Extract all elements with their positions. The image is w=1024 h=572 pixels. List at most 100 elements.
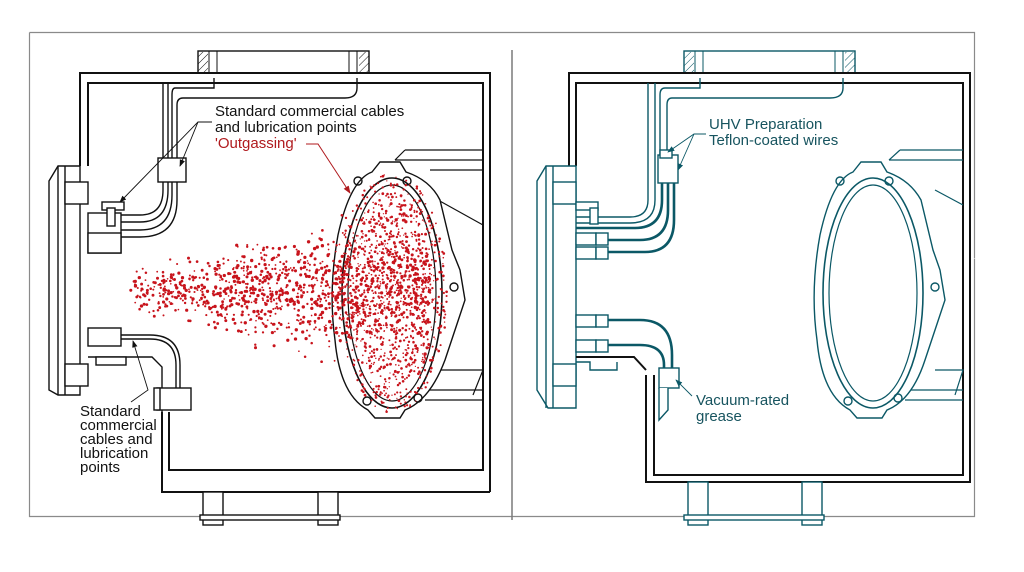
- outgassing-particle: [236, 259, 238, 262]
- flange-hatch-right: [359, 52, 369, 72]
- outgassing-particle: [360, 243, 363, 245]
- outgassing-particle: [363, 221, 365, 223]
- outgassing-particle: [359, 264, 362, 266]
- outgassing-particle: [172, 278, 174, 281]
- outgassing-particle: [442, 252, 446, 255]
- outgassing-particle: [379, 216, 383, 220]
- outgassing-particle: [437, 250, 441, 254]
- outgassing-particle: [263, 259, 266, 262]
- outgassing-particle: [369, 311, 372, 315]
- outgassing-particle: [422, 309, 426, 312]
- outgassing-particle: [355, 242, 357, 244]
- outgassing-particle: [321, 292, 324, 294]
- outgassing-particle: [371, 289, 374, 292]
- outgassing-particle: [216, 260, 220, 264]
- outgassing-particle: [247, 313, 250, 316]
- outgassing-particle: [399, 194, 403, 197]
- outgassing-particle: [300, 268, 303, 271]
- outgassing-particle: [371, 282, 374, 284]
- outgassing-particle: [416, 268, 420, 271]
- outgassing-particle: [402, 313, 404, 315]
- outgassing-particle: [371, 196, 373, 198]
- outgassing-particle: [287, 326, 291, 329]
- outgassing-particle: [201, 287, 204, 291]
- outgassing-particle: [317, 316, 321, 320]
- outgassing-particle: [327, 292, 330, 296]
- outgassing-particle: [430, 243, 433, 247]
- outgassing-particle: [434, 259, 437, 263]
- outgassing-particle: [341, 303, 345, 307]
- outgassing-particle: [431, 240, 433, 243]
- outgassing-particle: [337, 268, 340, 271]
- outgassing-particle: [423, 354, 425, 357]
- outgassing-particle: [320, 281, 323, 284]
- outgassing-particle: [387, 253, 391, 257]
- outgassing-particle: [347, 333, 351, 337]
- outgassing-particle: [377, 323, 382, 327]
- outgassing-particle: [419, 301, 423, 305]
- outgassing-particle: [270, 331, 274, 335]
- outgassing-particle: [443, 321, 446, 323]
- outgassing-particle: [241, 255, 244, 258]
- outgassing-particle: [419, 276, 422, 280]
- outgassing-particle: [428, 272, 431, 275]
- outgassing-particle: [399, 235, 401, 237]
- outgassing-particle: [139, 304, 144, 308]
- outgassing-particle: [360, 230, 364, 233]
- outgassing-particle: [395, 305, 399, 309]
- outgassing-particle: [193, 270, 196, 272]
- outgassing-particle: [377, 266, 380, 268]
- outgassing-particle: [382, 256, 384, 258]
- outgassing-particle: [425, 319, 428, 322]
- outgassing-particle: [387, 238, 390, 241]
- outgassing-particle: [434, 240, 437, 243]
- outgassing-particle: [395, 176, 397, 178]
- outgassing-particle: [266, 319, 269, 322]
- outgassing-particle: [403, 399, 406, 401]
- outgassing-particle: [245, 275, 249, 279]
- outgassing-particle: [299, 285, 303, 289]
- outgassing-particle: [270, 300, 273, 303]
- outgassing-particle: [166, 292, 171, 296]
- outgassing-particle: [258, 279, 262, 283]
- outgassing-particle: [369, 185, 371, 187]
- outgassing-particle: [390, 278, 393, 281]
- outgassing-particle: [438, 313, 441, 317]
- outgassing-particle: [364, 312, 367, 315]
- outgassing-particle: [340, 280, 343, 283]
- outgassing-particle: [344, 286, 346, 289]
- outgassing-particle: [360, 305, 363, 307]
- outgassing-particle: [351, 349, 354, 351]
- viewport-window-uhv: [822, 177, 924, 409]
- outgassing-particle: [318, 314, 321, 317]
- outgassing-particle: [238, 299, 241, 301]
- outgassing-particle: [430, 326, 432, 328]
- outgassing-particle: [426, 279, 429, 281]
- outgassing-particle: [211, 292, 214, 295]
- outgassing-particle: [418, 286, 421, 289]
- outgassing-particle: [270, 322, 273, 325]
- outgassing-particle: [333, 331, 336, 334]
- outgassing-particle: [255, 319, 257, 322]
- outgassing-particle: [152, 288, 155, 291]
- outgassing-particle: [401, 215, 403, 217]
- outgassing-particle: [363, 266, 367, 269]
- outgassing-particle: [422, 342, 425, 345]
- outgassing-particle: [367, 264, 371, 268]
- outgassing-particle: [405, 401, 407, 403]
- outgassing-particle: [284, 268, 288, 272]
- outgassing-particle: [422, 344, 425, 347]
- outgassing-particle: [264, 267, 268, 270]
- outgassing-particle: [380, 401, 384, 405]
- outgassing-particle: [352, 254, 355, 258]
- outgassing-particle: [415, 285, 418, 289]
- outgassing-particle: [419, 211, 422, 214]
- outgassing-particle: [417, 314, 420, 318]
- outgassing-particle: [395, 224, 398, 227]
- outgassing-particle: [365, 285, 368, 288]
- outgassing-particle: [327, 243, 330, 246]
- outgassing-particle: [421, 287, 423, 290]
- outgassing-particle: [302, 266, 305, 270]
- outgassing-particle: [308, 263, 311, 266]
- outgassing-particle: [389, 230, 393, 233]
